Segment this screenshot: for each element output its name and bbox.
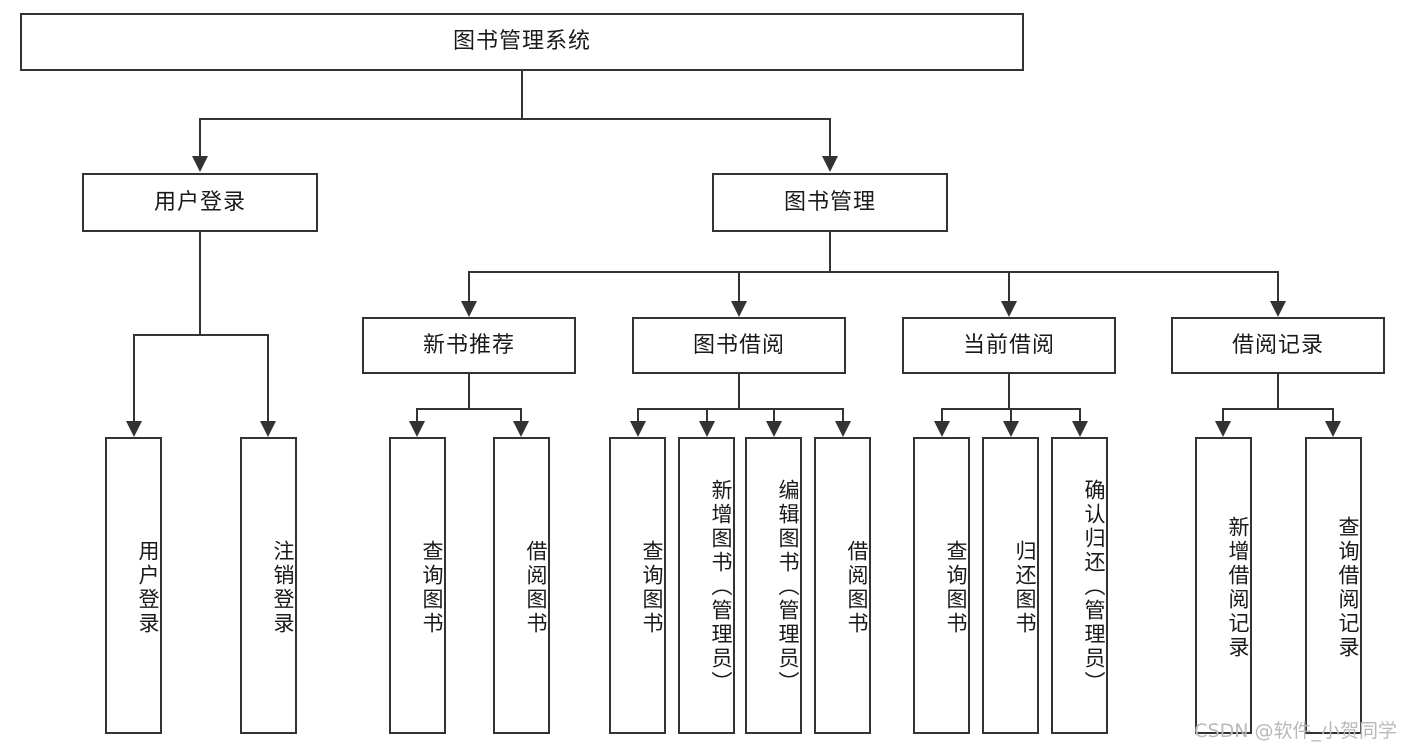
- node-label: 注销登录: [271, 539, 295, 636]
- connector-drop-borrow-record: [1277, 271, 1279, 301]
- connector-drop-book-management: [829, 118, 831, 156]
- node-label: 新增图书（管理员）: [709, 479, 733, 695]
- connector-drop-br-2: [1332, 408, 1334, 421]
- connector-drop-br-1: [1222, 408, 1224, 421]
- connector-drop-cb-3: [1079, 408, 1081, 421]
- arrowhead-bb-4: [835, 421, 851, 437]
- arrowhead-borrow-record: [1270, 301, 1286, 317]
- node-label: 编辑图书（管理员）: [776, 479, 800, 695]
- node-borrow-record[interactable]: 借阅记录: [1171, 317, 1385, 374]
- node-leaf-confirm-return-admin[interactable]: 确认归还（管理员）: [1051, 437, 1108, 734]
- node-label: 用户登录: [136, 539, 160, 636]
- connector-drop-leaf-user-login-1: [133, 334, 135, 421]
- arrowhead-br-2: [1325, 421, 1341, 437]
- connector-new-book-recommend-bus: [416, 408, 521, 410]
- arrowhead-book-borrow: [731, 301, 747, 317]
- connector-root-stem: [521, 71, 523, 118]
- node-label: 借阅图书: [524, 539, 548, 636]
- node-label: 归还图书: [1013, 539, 1037, 636]
- connector-borrow-record-bus: [1222, 408, 1333, 410]
- node-leaf-user-login[interactable]: 用户登录: [105, 437, 162, 734]
- arrowhead-current-borrow: [1001, 301, 1017, 317]
- arrowhead-book-management: [822, 156, 838, 172]
- connector-current-borrow-stem: [1008, 374, 1010, 408]
- connector-drop-current-borrow: [1008, 271, 1010, 301]
- arrowhead-leaf-user-login-2: [260, 421, 276, 437]
- arrowhead-bb-2: [699, 421, 715, 437]
- node-book-management[interactable]: 图书管理: [712, 173, 948, 232]
- connector-new-book-recommend-stem: [468, 374, 470, 408]
- arrowhead-bb-3: [766, 421, 782, 437]
- node-label: 确认归还（管理员）: [1082, 479, 1106, 695]
- arrowhead-bb-1: [630, 421, 646, 437]
- node-label: 图书借阅: [692, 332, 785, 358]
- node-label: 新书推荐: [422, 332, 515, 358]
- arrowhead-new-book-recommend: [461, 301, 477, 317]
- node-leaf-query-book-bb[interactable]: 查询图书: [609, 437, 666, 734]
- arrowhead-cb-3: [1072, 421, 1088, 437]
- connector-book-borrow-bus: [637, 408, 843, 410]
- node-root-book-management-system[interactable]: 图书管理系统: [20, 13, 1024, 71]
- connector-user-login-stem: [199, 232, 201, 334]
- connector-drop-bb-1: [637, 408, 639, 421]
- node-label: 查询图书: [420, 539, 444, 636]
- node-new-book-recommend[interactable]: 新书推荐: [362, 317, 576, 374]
- arrowhead-nbr-2: [513, 421, 529, 437]
- connector-drop-bb-3: [773, 408, 775, 421]
- node-user-login[interactable]: 用户登录: [82, 173, 318, 232]
- node-leaf-add-borrow-record[interactable]: 新增借阅记录: [1195, 437, 1252, 734]
- node-label: 新增借阅记录: [1226, 515, 1250, 660]
- connector-drop-bb-2: [706, 408, 708, 421]
- node-label: 借阅记录: [1231, 332, 1324, 358]
- arrowhead-user-login: [192, 156, 208, 172]
- connector-drop-bb-4: [842, 408, 844, 421]
- node-label: 图书管理系统: [452, 29, 591, 55]
- node-leaf-edit-book-admin[interactable]: 编辑图书（管理员）: [745, 437, 802, 734]
- connector-drop-leaf-user-login-2: [267, 334, 269, 421]
- connector-drop-cb-1: [941, 408, 943, 421]
- node-label: 借阅图书: [845, 539, 869, 636]
- node-book-borrow[interactable]: 图书借阅: [632, 317, 846, 374]
- connector-borrow-record-stem: [1277, 374, 1279, 408]
- connector-drop-nbr-2: [520, 408, 522, 421]
- node-leaf-add-book-admin[interactable]: 新增图书（管理员）: [678, 437, 735, 734]
- arrowhead-br-1: [1215, 421, 1231, 437]
- arrowhead-cb-1: [934, 421, 950, 437]
- connector-drop-user-login: [199, 118, 201, 156]
- connector-drop-book-borrow: [738, 271, 740, 301]
- node-leaf-borrow-book-nbr[interactable]: 借阅图书: [493, 437, 550, 734]
- connector-book-borrow-stem: [738, 374, 740, 408]
- connector-root-bus: [199, 118, 831, 120]
- connector-drop-nbr-1: [416, 408, 418, 421]
- node-label: 查询图书: [640, 539, 664, 636]
- node-leaf-logout[interactable]: 注销登录: [240, 437, 297, 734]
- connector-book-management-stem: [829, 232, 831, 271]
- node-current-borrow[interactable]: 当前借阅: [902, 317, 1116, 374]
- connector-book-management-bus: [468, 271, 1278, 273]
- node-label: 用户登录: [153, 189, 246, 215]
- connector-user-login-bus: [133, 334, 267, 336]
- node-leaf-return-book[interactable]: 归还图书: [982, 437, 1039, 734]
- connector-drop-new-book-recommend: [468, 271, 470, 301]
- connector-drop-cb-2: [1010, 408, 1012, 421]
- node-leaf-query-book-nbr[interactable]: 查询图书: [389, 437, 446, 734]
- arrowhead-cb-2: [1003, 421, 1019, 437]
- node-leaf-query-book-cb[interactable]: 查询图书: [913, 437, 970, 734]
- node-label: 当前借阅: [962, 332, 1055, 358]
- node-label: 图书管理: [783, 189, 876, 215]
- node-label: 查询借阅记录: [1336, 515, 1360, 660]
- node-leaf-query-borrow-record[interactable]: 查询借阅记录: [1305, 437, 1362, 734]
- node-leaf-borrow-book-bb[interactable]: 借阅图书: [814, 437, 871, 734]
- arrowhead-nbr-1: [409, 421, 425, 437]
- arrowhead-leaf-user-login-1: [126, 421, 142, 437]
- node-label: 查询图书: [944, 539, 968, 636]
